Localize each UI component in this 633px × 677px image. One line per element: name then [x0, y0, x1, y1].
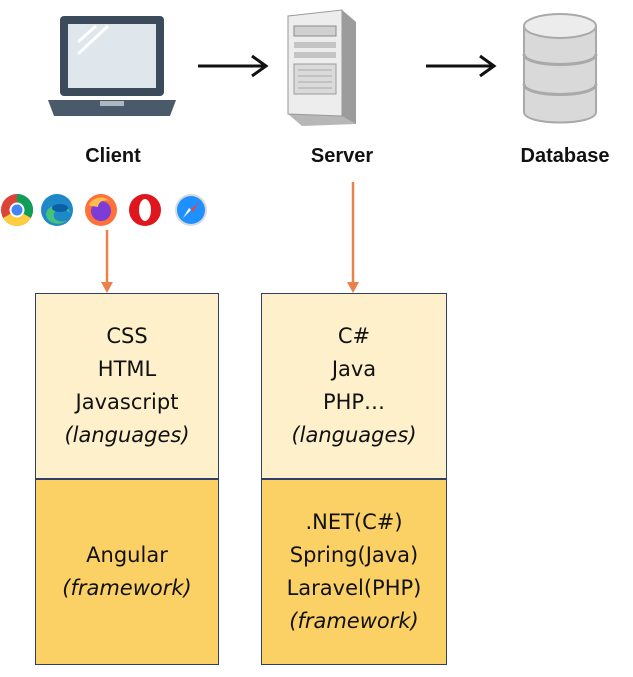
server-connector-arrow	[347, 182, 359, 293]
languages-note: (languages)	[291, 423, 417, 447]
client-languages-box: CSS HTML Javascript (languages)	[35, 293, 219, 479]
client-label: Client	[85, 145, 141, 167]
framework-item: .NET(C#)	[305, 510, 403, 534]
language-item: C#	[337, 324, 371, 348]
language-item: PHP…	[322, 390, 386, 414]
framework-note: (framework)	[289, 609, 419, 633]
opera-icon	[129, 194, 161, 226]
framework-item: Angular	[86, 543, 168, 567]
language-item: CSS	[106, 324, 148, 348]
edge-icon	[41, 194, 73, 226]
safari-icon	[175, 194, 207, 226]
framework-item: Laravel(PHP)	[286, 576, 422, 600]
server-languages-box: C# Java PHP… (languages)	[261, 293, 447, 479]
framework-item: Spring(Java)	[289, 543, 419, 567]
database-label: Database	[520, 145, 610, 167]
firefox-icon	[85, 194, 117, 226]
database-icon	[522, 13, 598, 124]
language-item: Javascript	[75, 390, 179, 414]
server-label: Server	[310, 145, 374, 167]
language-item: Java	[331, 357, 377, 381]
server-icon	[287, 9, 356, 126]
laptop-icon	[48, 16, 176, 116]
client-connector-arrow	[101, 230, 113, 293]
server-framework-box: .NET(C#) Spring(Java) Laravel(PHP) (fram…	[261, 479, 447, 665]
chrome-icon	[1, 193, 34, 226]
languages-note: (languages)	[64, 423, 190, 447]
framework-note: (framework)	[62, 576, 192, 600]
arrow-client-to-server	[198, 54, 269, 78]
client-framework-box: Angular (framework)	[35, 479, 219, 665]
language-item: HTML	[97, 357, 157, 381]
arrow-server-to-database	[426, 54, 497, 78]
